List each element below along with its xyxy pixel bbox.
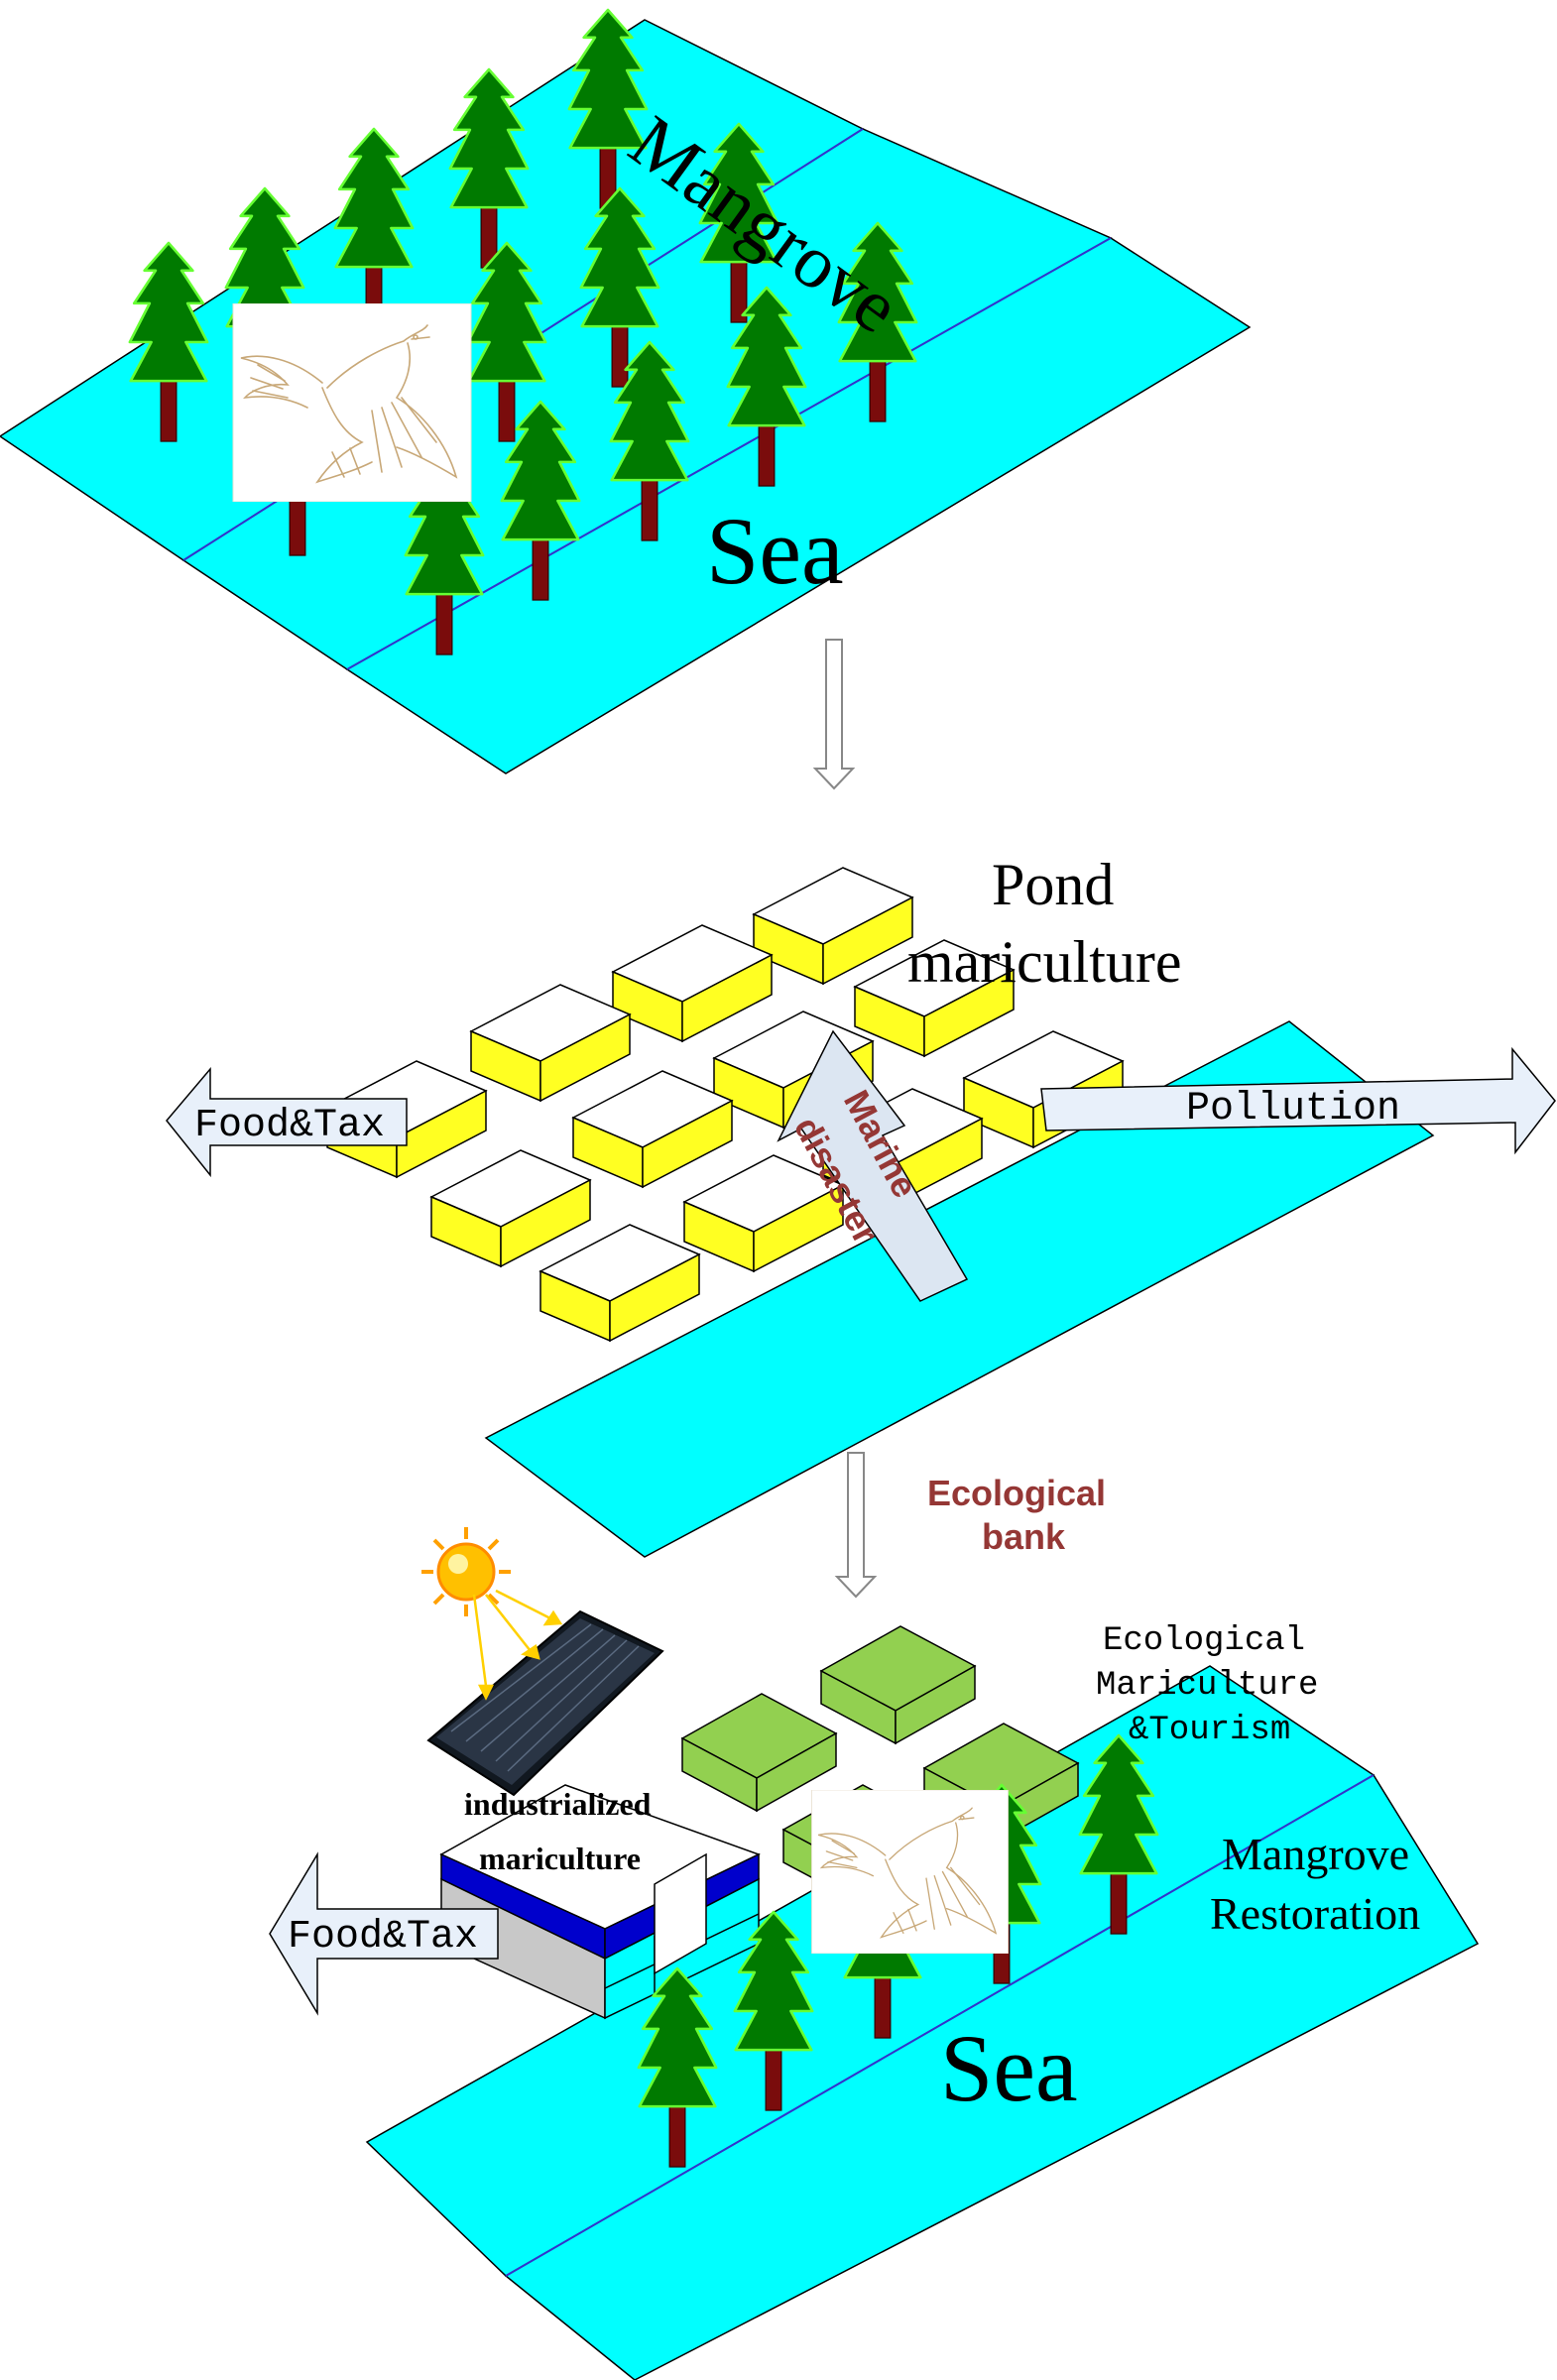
bird-icon [810, 1790, 1010, 1954]
food-tax-arrow-bottom: Food&Tax [269, 1851, 499, 2016]
eco-bank-label-line1: Ecological [927, 1473, 1106, 1513]
eco-bank-label-line2: bank [982, 1516, 1066, 1557]
down-arrow-1 [812, 639, 856, 790]
restoration-label-line1: Mangrove [1222, 1829, 1409, 1879]
pond [753, 867, 913, 985]
pond [612, 924, 773, 1042]
pond [572, 1070, 733, 1188]
solar-panel-icon [426, 1589, 664, 1797]
restoration-label-line2: Restoration [1210, 1888, 1420, 1939]
eco-mariculture-label-line3: &Tourism [1129, 1712, 1290, 1749]
pollution-arrow: Pollution [1040, 1046, 1556, 1155]
eco-mariculture-label-line2: Mariculture [1096, 1667, 1318, 1705]
eco-mariculture-label-line1: Ecological [1103, 1622, 1305, 1660]
eco-pond [820, 1625, 976, 1744]
down-arrow-2 [834, 1452, 878, 1599]
industrial-label-line2: mariculture [479, 1841, 641, 1876]
bird-icon [232, 303, 472, 502]
middle-sea-band [484, 1020, 1435, 1558]
pond [539, 1224, 700, 1342]
food-tax-arrow-middle: Food&Tax [166, 1066, 408, 1178]
food-tax-label-middle: Food&Tax [194, 1104, 385, 1148]
pond [430, 1149, 591, 1267]
food-tax-label-bottom: Food&Tax [288, 1915, 478, 1960]
sun-icon [421, 1527, 511, 1616]
pond-label-line1: Pond [992, 852, 1114, 917]
pollution-label: Pollution [1186, 1087, 1400, 1131]
pond-label-line2: mariculture [907, 929, 1182, 995]
pond [470, 984, 631, 1102]
industrial-label-line1: industrialized [464, 1786, 652, 1822]
sea-bottom-label: Sea [940, 2015, 1078, 2121]
sea-top-label: Sea [706, 498, 844, 604]
